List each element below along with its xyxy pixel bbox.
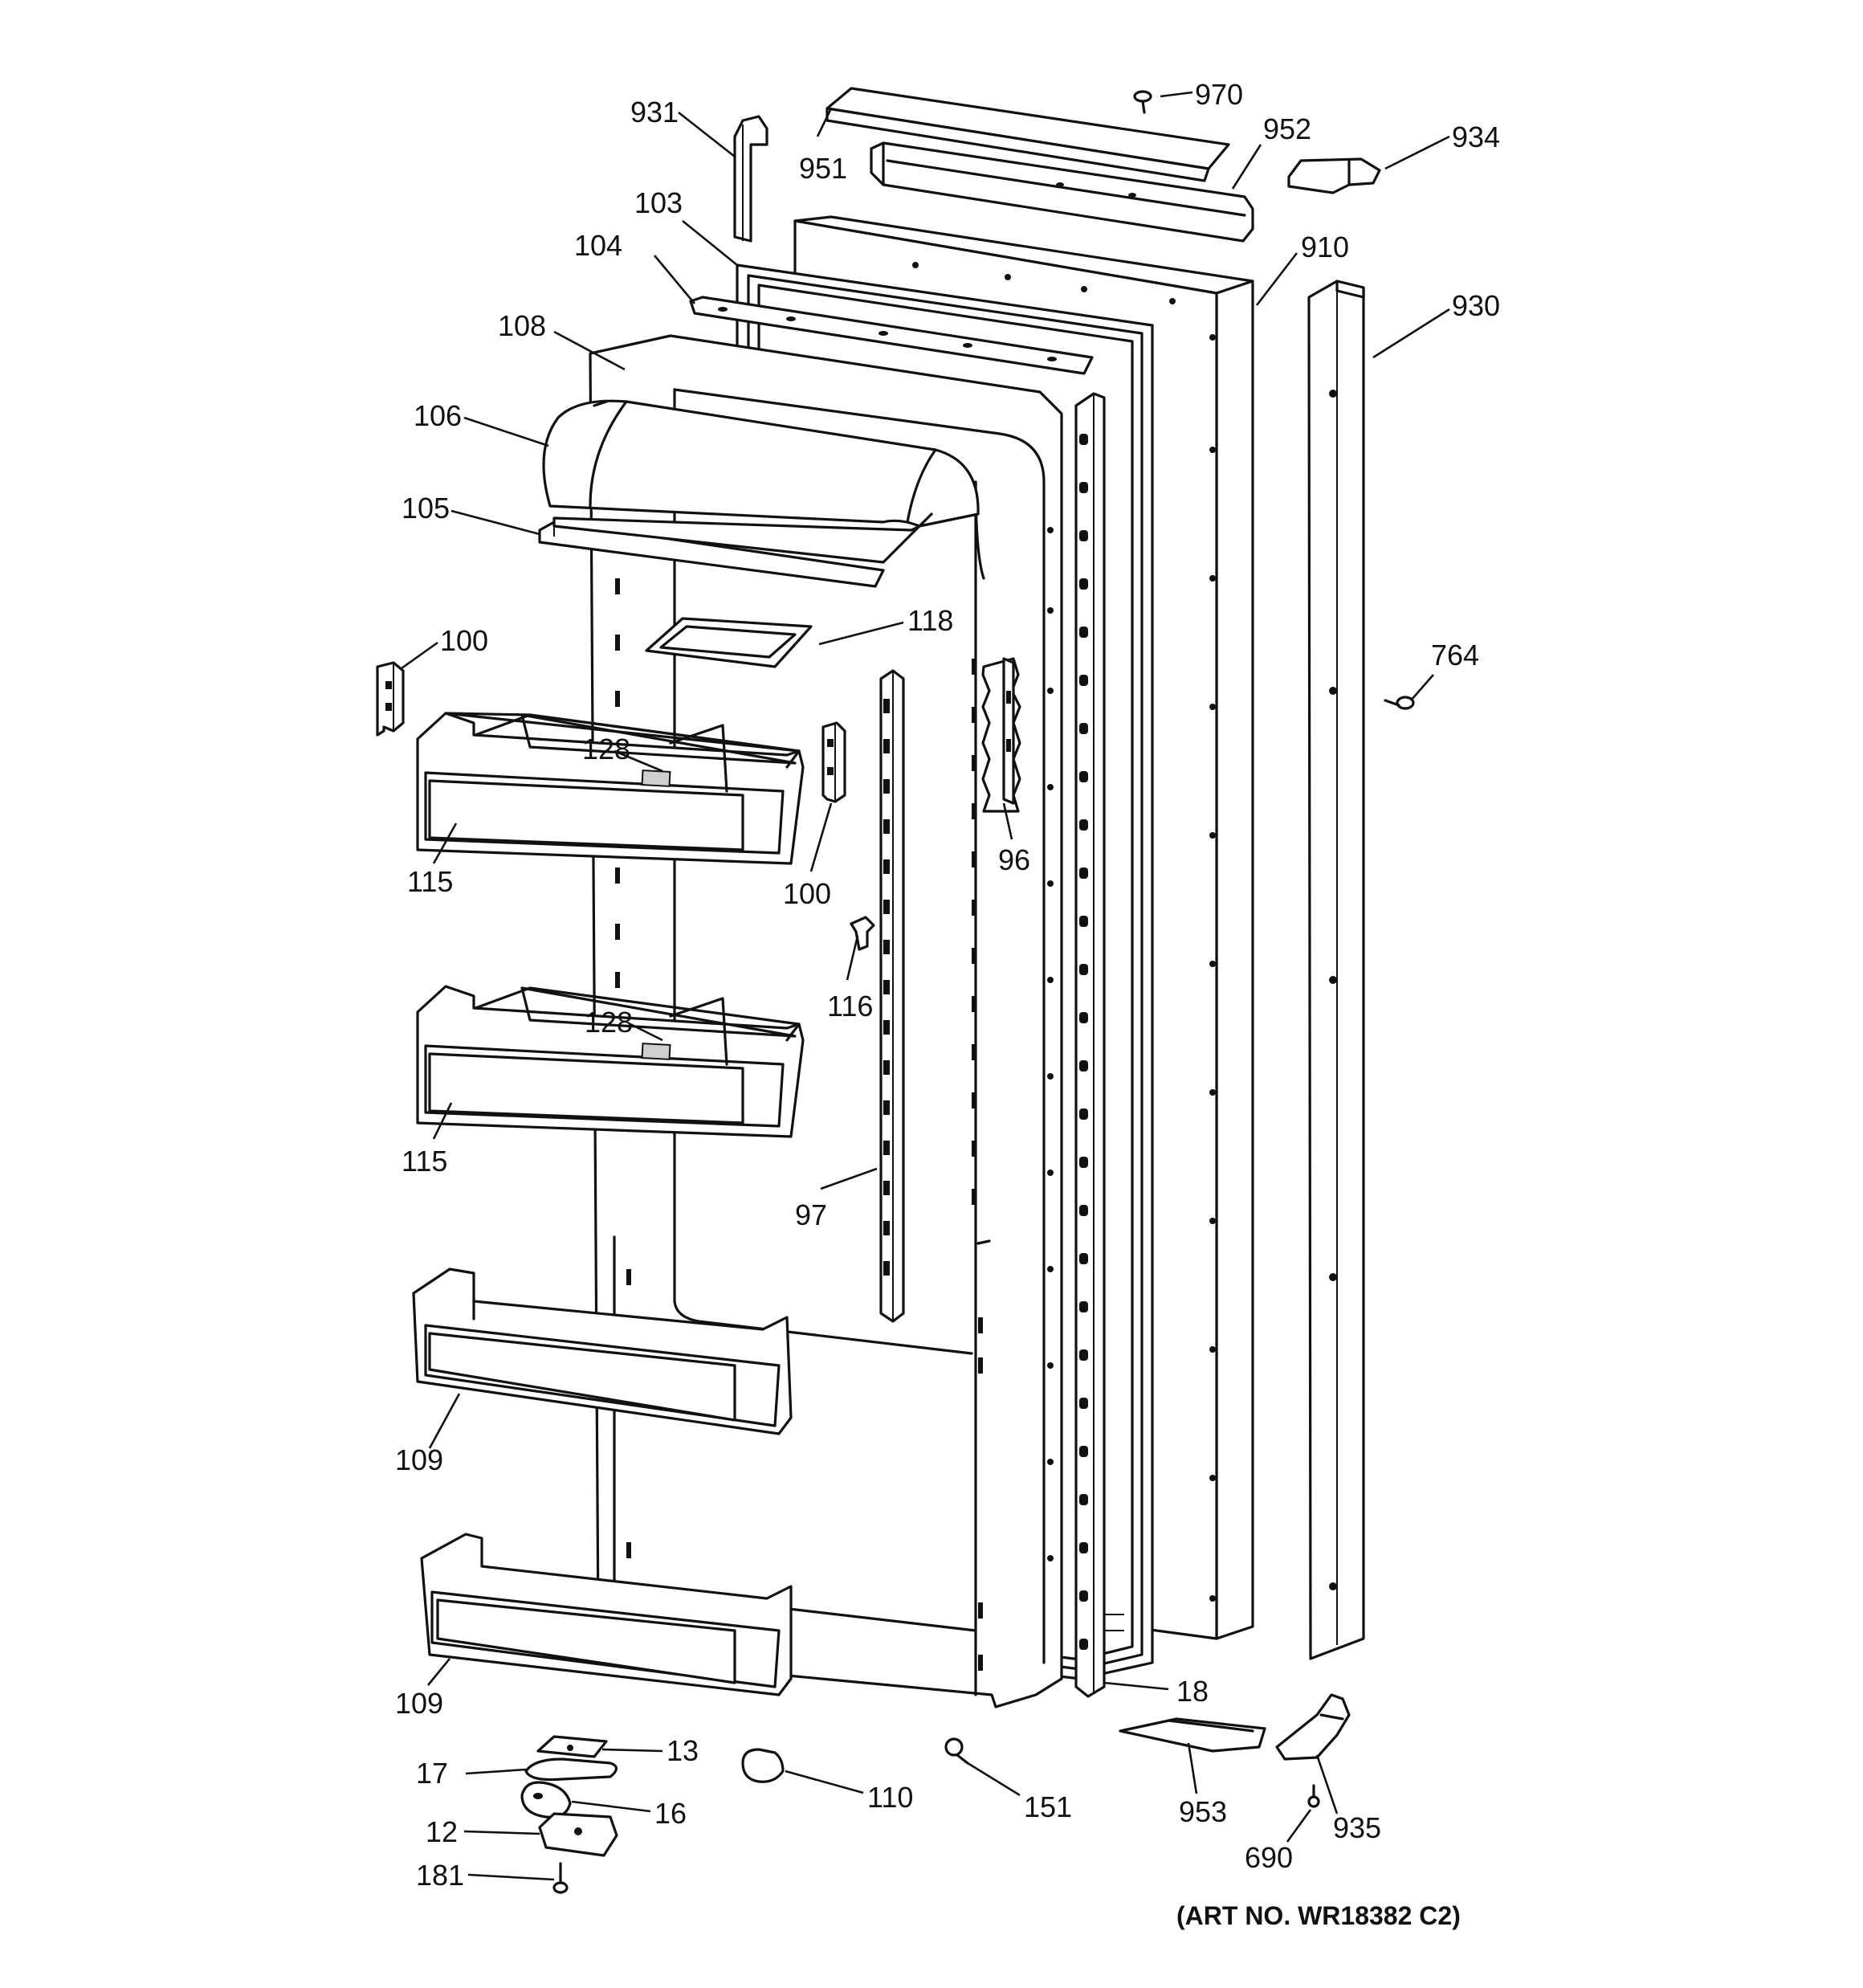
art-number: (ART NO. WR18382 C2) [1176, 1901, 1461, 1930]
part-952-top-channel [870, 141, 1254, 243]
part-115-bin-lower [416, 985, 805, 1138]
label-952: 952 [1263, 112, 1311, 145]
label-181: 181 [416, 1859, 464, 1892]
leader-lines [401, 91, 1450, 1881]
part-934-top-hinge [1287, 157, 1381, 194]
part-12-hinge [538, 1812, 618, 1857]
part-96-bracket [981, 657, 1021, 813]
part-970-screw [1133, 90, 1152, 114]
label-128-lower: 128 [585, 1006, 633, 1039]
label-100-left: 100 [440, 624, 488, 657]
label-100-right: 100 [783, 877, 831, 910]
label-951: 951 [799, 152, 847, 185]
label-690: 690 [1245, 1841, 1293, 1874]
part-105-trim [538, 512, 933, 588]
part-151-screw [944, 1737, 969, 1765]
label-18: 18 [1176, 1675, 1209, 1708]
label-934: 934 [1452, 120, 1500, 153]
part-109-shelf-lower [420, 1533, 793, 1696]
label-151: 151 [1024, 1790, 1072, 1823]
label-97: 97 [795, 1198, 827, 1231]
part-13-plate [536, 1735, 608, 1758]
part-110-plug [741, 1748, 785, 1783]
label-108: 108 [498, 309, 546, 342]
label-109-upper: 109 [395, 1443, 443, 1476]
label-104: 104 [574, 229, 622, 262]
part-118-tray [645, 617, 813, 668]
label-115-upper: 115 [407, 865, 453, 898]
part-930-side-trim [1307, 280, 1365, 1660]
part-181-screw [552, 1862, 569, 1894]
part-17-washer [524, 1757, 618, 1782]
label-110: 110 [867, 1781, 913, 1814]
part-18-side-strip [1074, 392, 1106, 1698]
label-103: 103 [634, 186, 683, 219]
part-953-bottom-cap [1119, 1717, 1266, 1753]
part-100-bracket-left [376, 661, 405, 737]
label-96: 96 [998, 843, 1030, 876]
part-16-cam [520, 1781, 572, 1819]
part-935-bottom-hinge [1275, 1693, 1351, 1761]
part-106-cover [542, 399, 980, 528]
part-931-hinge-cover [733, 115, 768, 243]
label-13: 13 [667, 1734, 699, 1767]
part-115-bin-upper [416, 712, 805, 865]
label-116: 116 [827, 990, 873, 1023]
label-935: 935 [1333, 1811, 1381, 1844]
part-109-shelf-upper [412, 1268, 793, 1435]
label-764: 764 [1431, 639, 1479, 672]
part-97-rail [879, 669, 905, 1323]
label-12: 12 [426, 1815, 458, 1848]
label-17: 17 [416, 1757, 448, 1790]
label-118: 118 [907, 604, 953, 637]
label-115-lower: 115 [402, 1145, 447, 1178]
part-100-bracket-right [821, 721, 846, 803]
part-951-top-cap [826, 87, 1230, 182]
label-106: 106 [414, 399, 462, 432]
label-910: 910 [1301, 231, 1349, 263]
label-105: 105 [402, 492, 450, 525]
part-116-clip [850, 916, 875, 951]
label-16: 16 [654, 1797, 687, 1830]
label-970: 970 [1195, 78, 1243, 111]
part-690-screw [1307, 1784, 1320, 1808]
label-109-lower: 109 [395, 1687, 443, 1720]
part-764-screw [1384, 696, 1415, 710]
part-104-top-strip [689, 296, 1094, 375]
label-931: 931 [630, 96, 679, 129]
label-128-upper: 128 [582, 733, 630, 765]
label-953: 953 [1179, 1795, 1227, 1828]
callout-labels: 931 951 970 952 934 103 104 910 930 108 … [395, 78, 1500, 1930]
label-930: 930 [1452, 289, 1500, 322]
